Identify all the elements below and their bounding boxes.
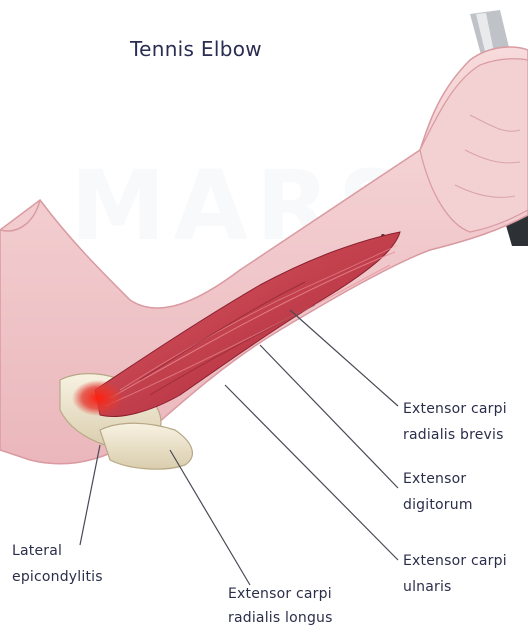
label-extensor-carpi-ulnaris-line2: ulnaris: [403, 576, 452, 598]
leader-line-ecrb: [290, 310, 398, 406]
label-extensor-carpi-radialis-brevis-line2: radialis brevis: [403, 424, 504, 446]
inflammation-area: [72, 380, 124, 416]
leader-line-ecrl: [170, 450, 250, 585]
leader-line-ecu: [225, 385, 398, 560]
label-extensor-carpi-radialis-longus-line1: Extensor carpi: [228, 583, 332, 605]
label-extensor-digitorum-line1: Extensor: [403, 468, 466, 490]
label-lateral-epicondylitis-line1: Lateral: [12, 540, 62, 562]
label-extensor-carpi-ulnaris-line1: Extensor carpi: [403, 550, 507, 572]
leader-line-ed: [260, 345, 398, 488]
label-extensor-carpi-radialis-brevis-line1: Extensor carpi: [403, 398, 507, 420]
label-extensor-digitorum-line2: digitorum: [403, 494, 473, 516]
diagram-title: Tennis Elbow: [130, 38, 262, 60]
label-extensor-carpi-radialis-longus-line2: radialis longus: [228, 607, 333, 629]
label-lateral-epicondylitis-line2: epicondylitis: [12, 566, 103, 588]
